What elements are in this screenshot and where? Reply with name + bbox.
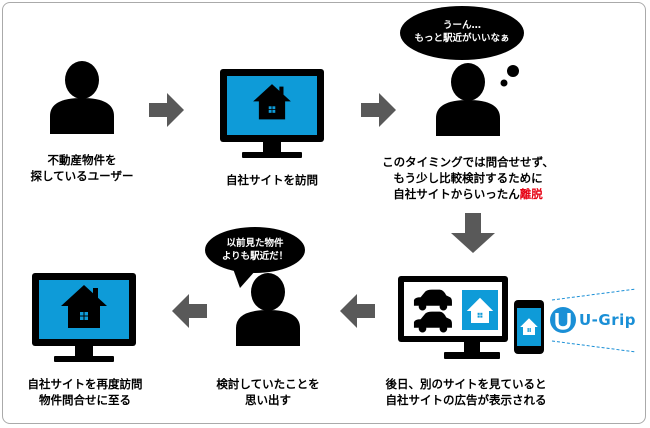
arrow-left-icon: [340, 294, 375, 328]
u-grip-logo-text: U-Grip: [579, 311, 636, 329]
u-grip-logo-icon: [550, 307, 576, 333]
speech-line-2: よりも駅近だ！: [221, 251, 289, 262]
thinking-person-icon: [436, 63, 500, 136]
thought-line-1: うーん…: [442, 20, 481, 31]
leave-caption: このタイミングでは問合せせず、 もう少し比較検討するために 自社サイトからいった…: [382, 155, 554, 201]
house-icon: [520, 318, 538, 335]
retarget-ad-caption: 後日、別のサイトを見ていると 自社サイトの広告が表示される: [385, 377, 547, 407]
revisit-monitor-icon: [32, 273, 136, 362]
revisit-caption: 自社サイトを再度訪問 物件問合せに至る: [27, 377, 143, 407]
diagram-frame: [2, 2, 646, 424]
smartphone-icon: [514, 300, 544, 354]
arrow-left-icon: [172, 294, 207, 328]
speech-bubble-text: 以前見た物件 よりも駅近だ！: [205, 237, 305, 263]
site-monitor-icon: [220, 69, 324, 158]
remembering-person-icon: [236, 273, 300, 346]
speech-bubble: [205, 227, 305, 288]
visitor-caption: 不動産物件を 探しているユーザー: [30, 153, 134, 183]
leave-keyword: 離脱: [519, 187, 543, 201]
thought-bubble-text: うーん… もっと駅近がいいなぁ: [400, 19, 524, 45]
speech-line-1: 以前見た物件: [226, 238, 284, 249]
thought-line-2: もっと駅近がいいなぁ: [414, 33, 510, 44]
arrow-down-icon: [451, 213, 495, 253]
house-icon: [466, 297, 494, 323]
ad-monitor-icon: [398, 276, 508, 359]
visit-site-caption: 自社サイトを訪問: [226, 173, 318, 187]
remember-caption: 検討していたことを 思い出す: [216, 377, 320, 407]
visitor-person-icon: [50, 61, 114, 134]
arrow-right-icon: [149, 93, 184, 127]
arrow-right-icon: [361, 93, 396, 127]
thought-bubble: [400, 6, 524, 87]
beam-lines: [551, 288, 637, 353]
